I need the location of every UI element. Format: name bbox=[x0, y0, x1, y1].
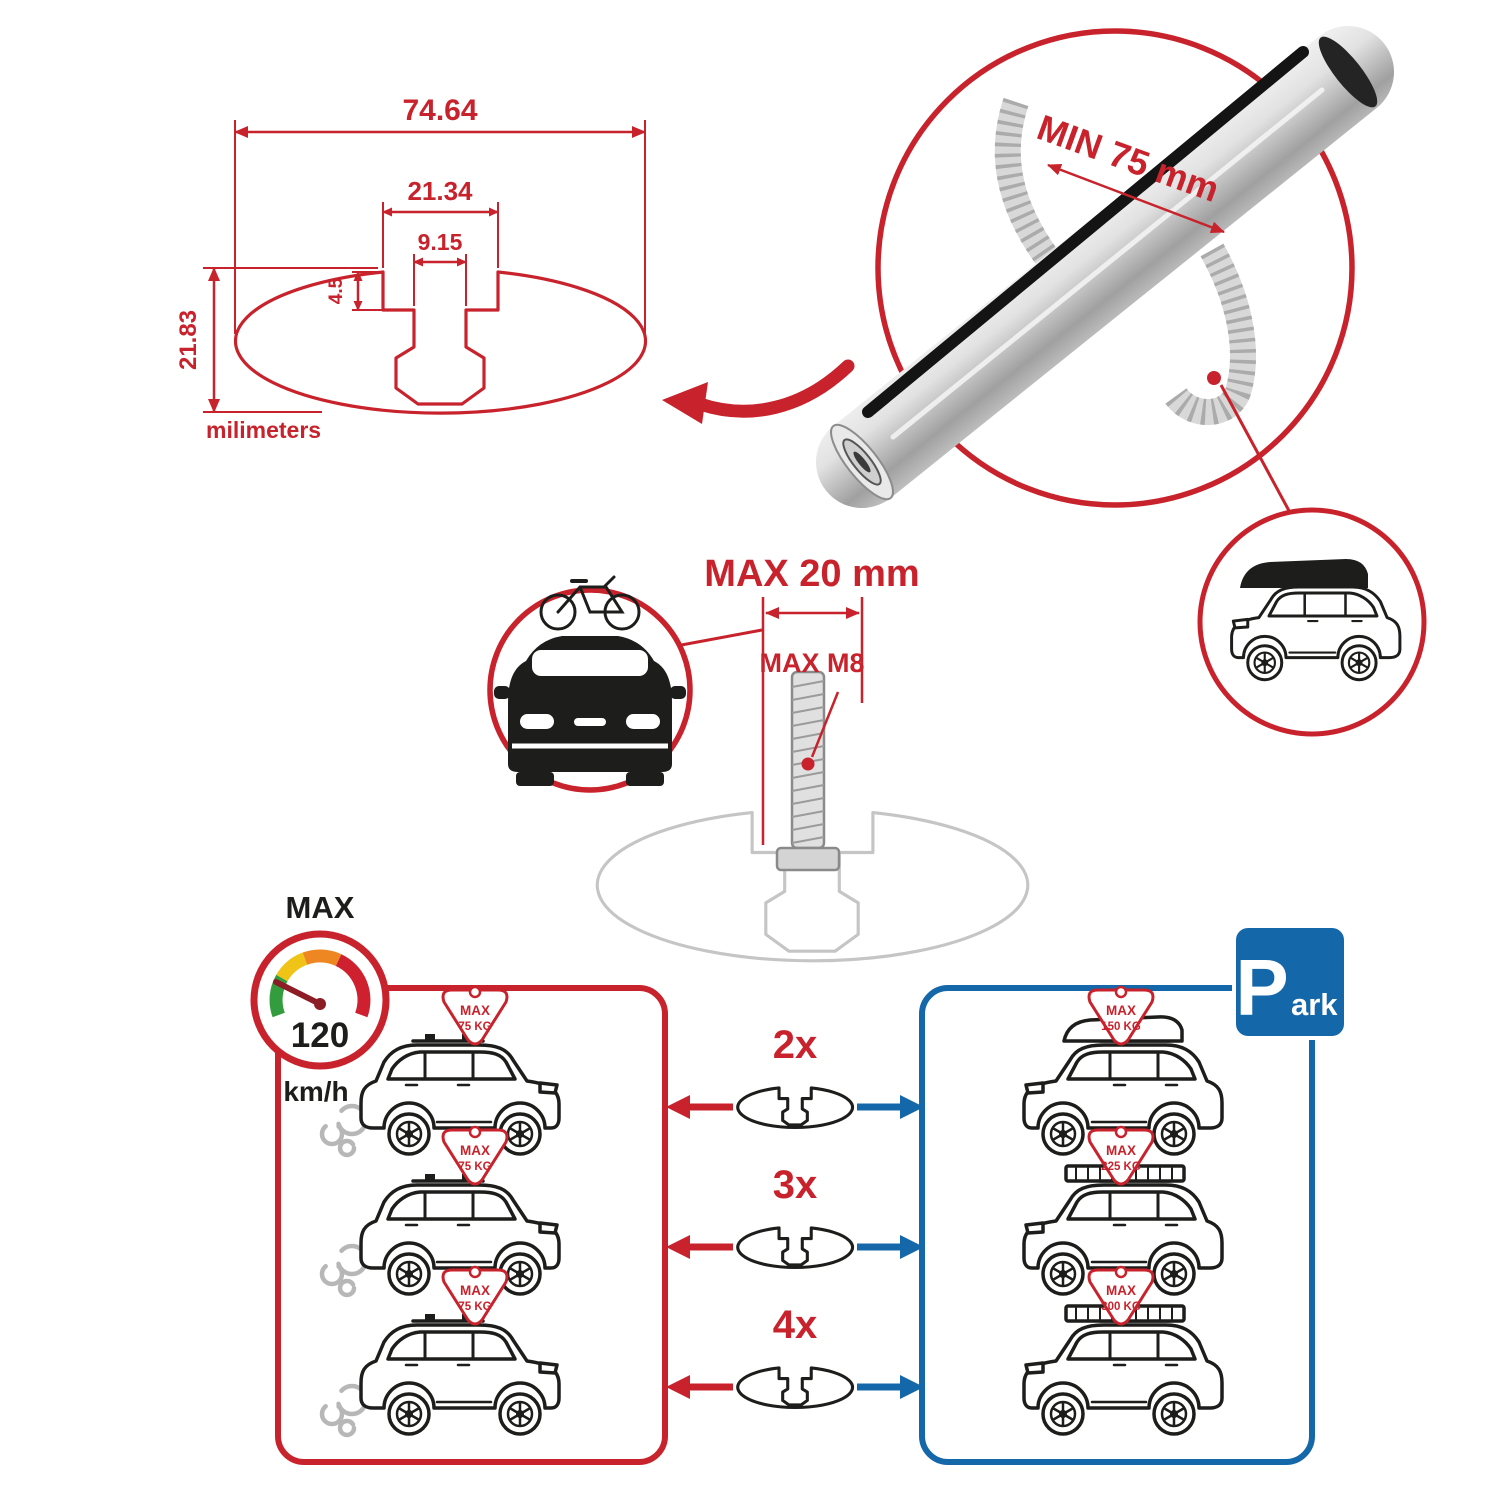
blue-arrow-right bbox=[900, 1235, 924, 1259]
parked-cars: MAX 150 KG MAX 225 KG MAX 300 KG bbox=[1024, 985, 1222, 1434]
red-arrow-left bbox=[666, 1235, 690, 1259]
driving-cars: MAX 75 KG MAX 75 KG MAX 75 KG bbox=[319, 985, 559, 1438]
load-tag-line2: 75 KG bbox=[458, 1301, 491, 1313]
park-sign: P ark bbox=[1232, 924, 1348, 1040]
load-tag: MAX 75 KG bbox=[441, 985, 509, 1046]
car-front-icon bbox=[494, 636, 686, 786]
dim-slot-inner-value: 9.15 bbox=[418, 229, 463, 255]
t-bolt bbox=[775, 670, 841, 872]
speed-badge-unit: km/h bbox=[283, 1076, 348, 1107]
dim-total-height: 21.83 bbox=[175, 267, 378, 413]
bar-highlight bbox=[890, 87, 1325, 440]
bolt-t-foot bbox=[775, 846, 841, 872]
blue-arrow-right bbox=[900, 1375, 924, 1399]
speed-limit-badge: MAX 120 km/h bbox=[250, 890, 390, 1107]
load-tag-line2: 150 KG bbox=[1101, 1021, 1141, 1033]
load-tag-line1: MAX bbox=[460, 1003, 490, 1018]
crossbar-profile-icon bbox=[736, 1226, 855, 1270]
load-tag-line1: MAX bbox=[1106, 1003, 1136, 1018]
load-tag: MAX 225 KG bbox=[1087, 1125, 1155, 1186]
load-tag-line1: MAX bbox=[460, 1143, 490, 1158]
crossbar-render bbox=[816, 26, 1394, 508]
bar-count-label: 3x bbox=[773, 1163, 818, 1207]
dim-slot-outer: 21.34 bbox=[382, 176, 499, 268]
speedometer-pivot bbox=[314, 998, 326, 1010]
roof-box bbox=[1240, 559, 1368, 588]
dim-lip-depth: 4.5 bbox=[326, 271, 384, 311]
load-tag-line1: MAX bbox=[1106, 1143, 1136, 1158]
bar-count-row-2x: 2x bbox=[666, 1023, 924, 1130]
load-tag-line2: 75 KG bbox=[458, 1021, 491, 1033]
bolt-dimension-diagram: MAX 20 mm MAX M8 bbox=[595, 553, 1030, 963]
park-sign-suffix: ark bbox=[1291, 987, 1338, 1022]
crossbar-detail-view: MIN 75 mm bbox=[816, 26, 1394, 521]
dim-lip-depth-value: 4.5 bbox=[326, 277, 347, 304]
load-tag-line2: 300 KG bbox=[1101, 1301, 1141, 1313]
bolt-locator-dot bbox=[801, 757, 815, 771]
speed-badge-label: MAX bbox=[286, 890, 355, 925]
bar-count-label: 2x bbox=[773, 1023, 818, 1067]
park-sign-letter: P bbox=[1235, 943, 1288, 1032]
max-bolt-label: MAX M8 bbox=[759, 648, 864, 678]
profile-dimension-diagram: 74.64 21.34 9.15 4.5 21.83 milimeters bbox=[175, 94, 855, 443]
dim-clamp-width: MAX 20 mm MAX M8 bbox=[704, 553, 920, 845]
crossbar-profile-icon bbox=[736, 1366, 855, 1410]
speedometer-gauge bbox=[269, 949, 371, 1018]
dim-slot-inner: 9.15 bbox=[413, 229, 467, 306]
dim-slot-outer-value: 21.34 bbox=[407, 176, 473, 206]
crossbar-profile-icon bbox=[736, 1086, 855, 1130]
strap-locator-dot bbox=[1207, 371, 1221, 385]
load-tag: MAX 75 KG bbox=[441, 1265, 509, 1326]
bar-count-column: 2x 3x 4x bbox=[666, 1023, 924, 1410]
bike-car-thumbnail bbox=[487, 575, 763, 793]
load-tag-line2: 225 KG bbox=[1101, 1161, 1141, 1173]
load-tag: MAX 150 KG bbox=[1087, 985, 1155, 1046]
min-span-arrow bbox=[1047, 163, 1225, 234]
load-tag-line1: MAX bbox=[460, 1283, 490, 1298]
red-arrow-left bbox=[666, 1095, 690, 1119]
load-tag: MAX 75 KG bbox=[441, 1125, 509, 1186]
load-tag-line2: 75 KG bbox=[458, 1161, 491, 1173]
mounting-strap-left bbox=[994, 97, 1057, 264]
bike-thumb-connector bbox=[675, 628, 763, 648]
thread-lines bbox=[791, 680, 825, 844]
roofbox-car-thumbnail bbox=[1197, 507, 1427, 737]
bolt-leader-line bbox=[810, 691, 840, 758]
max-clamp-label: MAX 20 mm bbox=[704, 553, 919, 595]
bar-count-label: 4x bbox=[773, 1303, 818, 1347]
speed-badge-value: 120 bbox=[291, 1016, 349, 1055]
bar-far-cap bbox=[1318, 36, 1378, 108]
dim-total-width: 74.64 bbox=[234, 94, 646, 334]
load-tag: MAX 300 KG bbox=[1087, 1265, 1155, 1326]
speedometer-needle bbox=[273, 979, 323, 1007]
red-arrow-left bbox=[666, 1375, 690, 1399]
roof-bike-icon bbox=[539, 575, 641, 631]
pointer-arrow bbox=[662, 359, 855, 424]
units-label: milimeters bbox=[206, 417, 321, 443]
load-tag-line1: MAX bbox=[1106, 1283, 1136, 1298]
mounting-strap-right bbox=[1165, 243, 1256, 425]
bar-end-cap bbox=[830, 423, 894, 501]
crossbar-profile-outline bbox=[233, 270, 648, 415]
dim-total-height-value: 21.83 bbox=[175, 310, 202, 370]
dim-total-width-value: 74.64 bbox=[402, 94, 477, 127]
bar-count-row-4x: 4x bbox=[666, 1303, 924, 1410]
blue-arrow-right bbox=[900, 1095, 924, 1119]
bar-count-row-3x: 3x bbox=[666, 1163, 924, 1270]
thumbnail-connector bbox=[1219, 384, 1296, 521]
